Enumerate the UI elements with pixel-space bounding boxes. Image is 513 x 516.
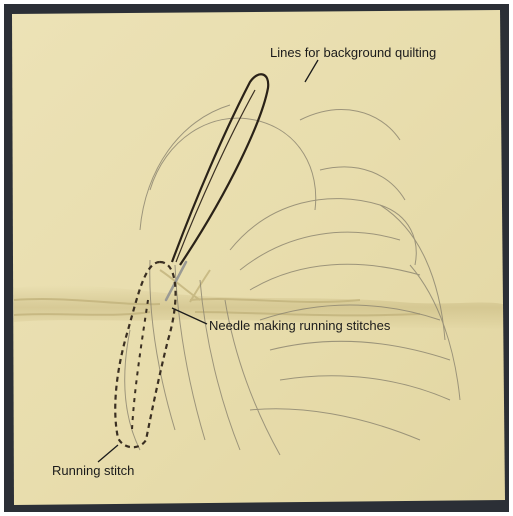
label-background-quilting-lines: Lines for background quilting [270,45,436,60]
label-running-stitch: Running stitch [52,463,134,478]
label-needle: Needle making running stitches [209,318,390,333]
